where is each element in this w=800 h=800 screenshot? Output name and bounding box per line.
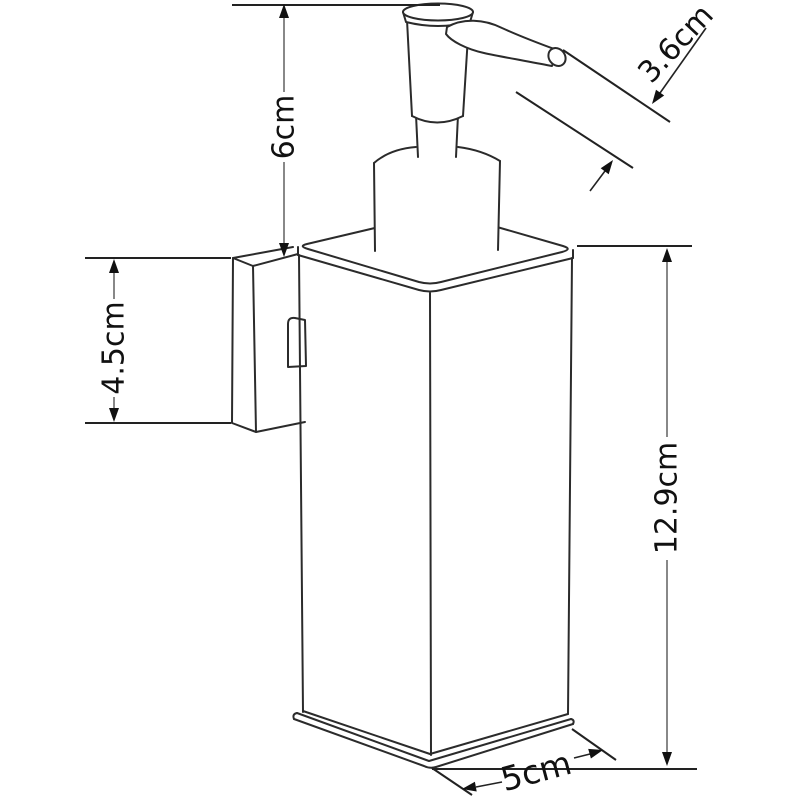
dim-spout: 3.6cm — [515, 0, 721, 192]
soap-dispenser — [231, 2, 575, 769]
dim-body-height: 12.9cm — [577, 245, 692, 766]
dim-label-body-height: 12.9cm — [650, 442, 685, 555]
dim-bracket-height: 4.5cm — [85, 257, 231, 424]
arrow-down-icon — [662, 752, 672, 766]
arrow-upright-icon — [600, 160, 613, 175]
bracket-tab — [287, 316, 307, 368]
dispenser-body — [298, 254, 573, 756]
pump-housing-cylinder — [373, 144, 501, 252]
pump-spout — [445, 19, 567, 67]
arrow-up-icon — [109, 259, 119, 273]
arrow-up-icon — [662, 248, 672, 262]
dim-label-spout: 3.6cm — [631, 0, 720, 90]
dim-label-bracket-height: 4.5cm — [97, 301, 132, 394]
base-lip — [292, 710, 575, 769]
arrow-left-icon — [462, 781, 477, 792]
arrow-down-icon — [109, 408, 119, 422]
dim-label-base-depth: 5cm — [497, 743, 576, 799]
spout-tip — [547, 47, 567, 67]
dim-label-pump-height: 6cm — [267, 95, 302, 160]
arrow-downleft-icon — [652, 89, 665, 104]
arrow-right-icon — [588, 748, 603, 759]
pump-collar-tube — [415, 114, 459, 158]
dim-pump-height: 6cm — [232, 4, 440, 257]
dim-base-depth: 5cm — [431, 728, 697, 799]
arrow-down-icon — [279, 243, 289, 257]
arrow-up-icon — [279, 4, 289, 18]
wall-bracket — [231, 246, 307, 433]
